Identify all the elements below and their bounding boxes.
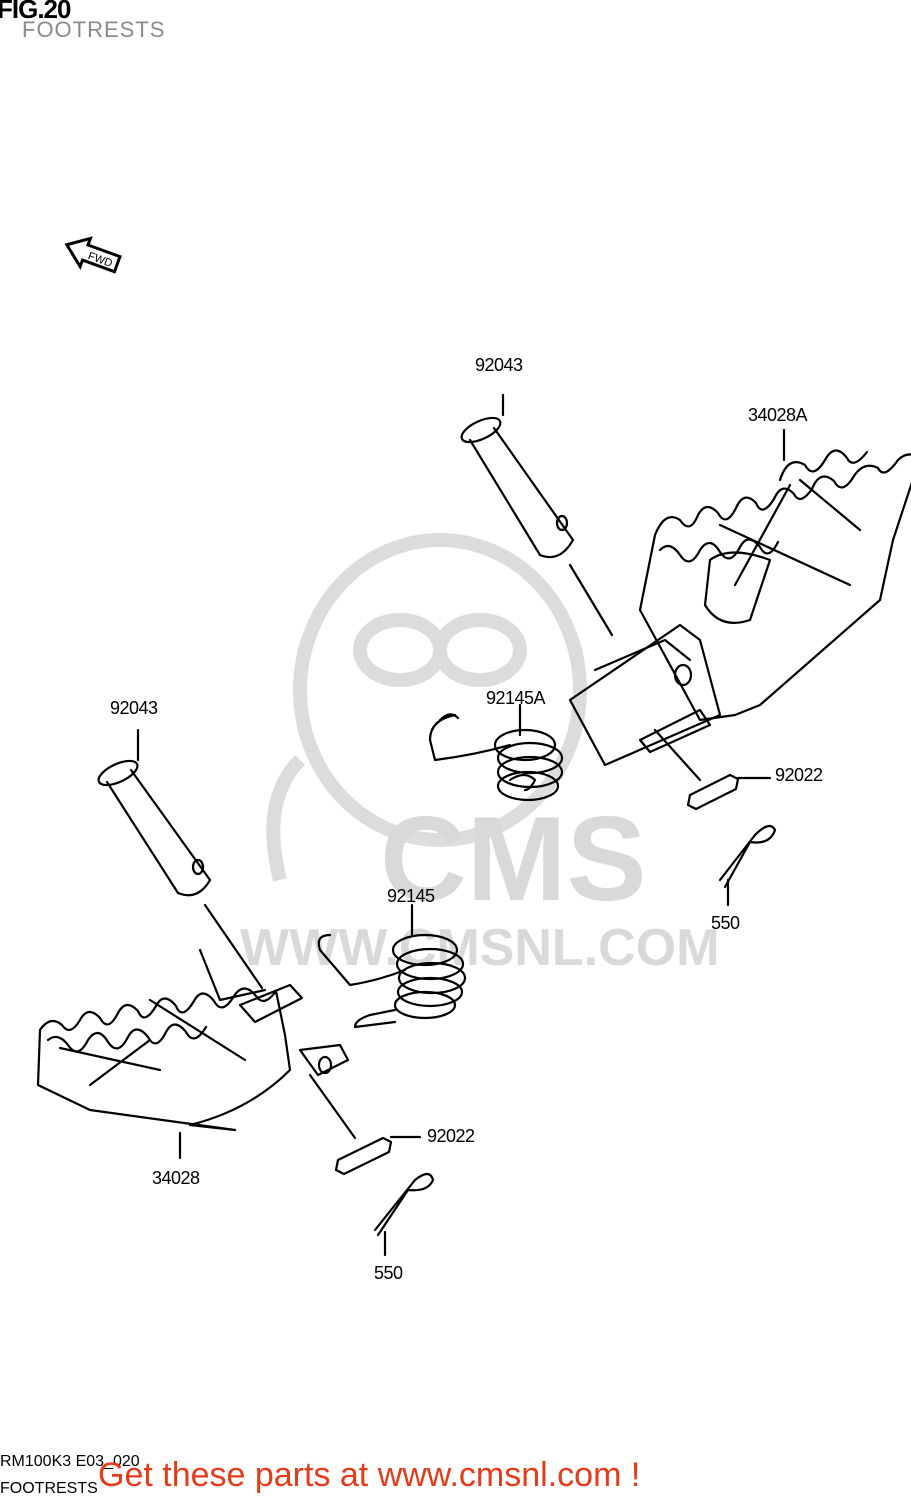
washer-left-drawing [308, 1073, 422, 1176]
fwd-arrow-icon: FWD [64, 236, 122, 274]
watermark [266, 533, 587, 882]
part-label-washer-left: 92022 [427, 1126, 475, 1146]
spring-left-drawing [317, 903, 467, 1029]
part-label-spring-left: 92145 [387, 886, 435, 906]
part-label-cotter-left: 550 [374, 1263, 403, 1283]
watermark-logo-text: CMS [380, 792, 647, 926]
part-label-spring-right: 92145A [486, 688, 546, 708]
drawing-code: RM100K3 E03_020 [0, 1453, 140, 1470]
promo-banner-text[interactable]: Get these parts at www.cmsnl.com ! [98, 1456, 641, 1494]
figure-title: FIG.20 [0, 0, 71, 24]
part-label-pin-right: 92043 [475, 355, 523, 375]
pin-right-drawing [460, 393, 614, 637]
part-label-pin-left: 92043 [110, 698, 158, 718]
part-label-footrest-left: 34028 [152, 1168, 200, 1188]
part-label-footrest-right: 34028A [748, 405, 808, 425]
drawing-caption: FOOTRESTS [0, 1480, 98, 1497]
cotter-left-drawing [373, 1172, 435, 1257]
watermark-url-text: WWW.CMSNL.COM [240, 919, 719, 977]
figure-subtitle: FOOTRESTS [22, 17, 166, 42]
cotter-right-drawing [718, 824, 777, 907]
part-label-washer-right: 92022 [775, 765, 823, 785]
pin-left-drawing [97, 728, 264, 990]
part-label-cotter-right: 550 [711, 913, 740, 933]
washer-right-drawing [653, 728, 772, 811]
footrest-left-drawing [36, 948, 350, 1160]
footrest-right-drawing [568, 428, 911, 767]
spring-right-drawing [428, 703, 564, 802]
